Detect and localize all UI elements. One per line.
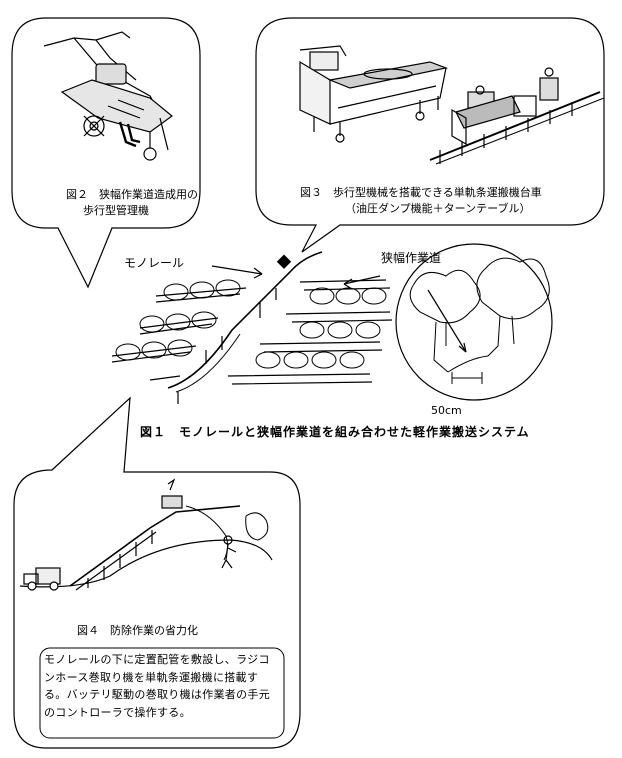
magnified-view-circle bbox=[395, 243, 553, 401]
rail-carrier-cart-illustration bbox=[299, 45, 605, 165]
bubble-figure2 bbox=[11, 17, 201, 289]
figure2-caption-line1: 図２ 狭幅作業道造成用の bbox=[66, 188, 198, 201]
pest-control-illustration bbox=[19, 478, 273, 591]
monorail-pointer-arrow bbox=[211, 265, 263, 275]
figure1-caption: 図１ モノレールと狭幅作業道を組み合わせた軽作業搬送システム bbox=[140, 425, 530, 439]
bubble-figure4 bbox=[13, 396, 301, 749]
monorail-label: モノレール bbox=[124, 256, 185, 270]
figure3-caption-line2: （油圧ダンプ機能＋ターンテーブル） bbox=[345, 202, 531, 215]
monorail-rail bbox=[167, 251, 323, 389]
monorail-system-diagram bbox=[111, 243, 553, 404]
road-width-label: 50cm bbox=[431, 404, 462, 417]
narrow-road-label: 狭幅作業道 bbox=[381, 251, 442, 265]
walking-tiller-illustration bbox=[43, 31, 173, 161]
figure2-caption-line2: 歩行型管理機 bbox=[83, 204, 149, 217]
bubble-figure3 bbox=[255, 17, 605, 253]
figure4-note: モノレールの下に定置配管を敷設し、ラジコンホース巻取り機を単軌条運搬機に搭載する… bbox=[44, 653, 270, 719]
hillside-rail bbox=[69, 505, 241, 587]
figure4-caption: 図４ 防除作業の省力化 bbox=[77, 624, 198, 637]
figure3-caption-line1: 図３ 歩行型機械を搭載できる単軌条運搬機台車 bbox=[300, 186, 542, 199]
note-box bbox=[39, 647, 285, 739]
